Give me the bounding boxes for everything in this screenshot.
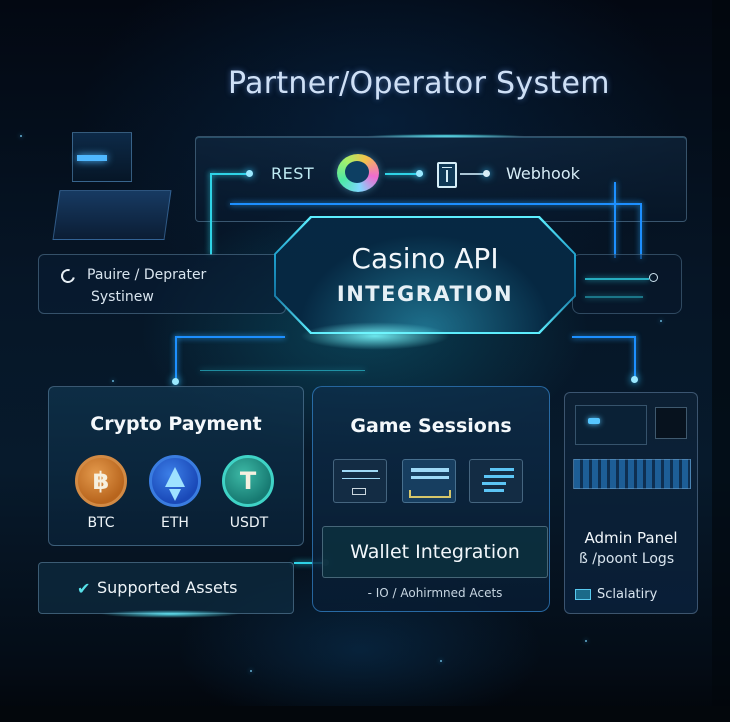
supported-assets-bar: ✔ Supported Assets (38, 562, 294, 614)
ethereum-diamond-shape (165, 467, 185, 501)
scalability-row: Sclalatiry (575, 587, 657, 602)
usdt-label: USDT (229, 515, 269, 531)
server-rack-illustration (52, 190, 172, 240)
circuit-line (572, 336, 636, 338)
rest-api-icon (337, 154, 379, 192)
bottom-edge (0, 706, 730, 722)
wallet-integration-title: Wallet Integration (350, 541, 520, 563)
crypto-payment-title: Crypto Payment (90, 413, 262, 435)
star-decoration (250, 670, 252, 672)
circuit-line (614, 182, 616, 258)
right-connector-box (572, 254, 682, 314)
glow-decoration (366, 134, 526, 138)
tile-line (342, 470, 378, 472)
circuit-line (175, 336, 285, 338)
tile-line (411, 476, 449, 479)
star-decoration (440, 660, 442, 662)
hub-subtitle: INTEGRATION (336, 282, 514, 306)
circuit-node (483, 170, 490, 177)
casino-api-integration-hub: Casino API INTEGRATION (274, 216, 576, 334)
admin-chart-screen (575, 405, 647, 445)
circuit-line (200, 370, 365, 371)
circuit-line (294, 562, 324, 564)
crypto-payment-panel: Crypto Payment ฿ T BTC ETH USDT (48, 386, 304, 546)
admin-panel-title: Admin Panel (584, 529, 678, 547)
bitcoin-icon: ฿ (75, 455, 127, 507)
partner-system-box: Pauire / Deprater Systinew (38, 254, 286, 314)
scalability-label: Sclalatiry (597, 587, 658, 602)
tile-line (484, 489, 504, 492)
admin-mini-screen (655, 407, 687, 439)
circuit-line (210, 173, 212, 255)
star-decoration (660, 320, 662, 322)
server-monitor-illustration (72, 132, 132, 182)
circuit-line (585, 296, 643, 298)
tether-icon: T (222, 455, 274, 507)
circuit-line (175, 336, 177, 384)
star-decoration (20, 135, 22, 137)
wallet-integration-subtitle: - IO / Aohirmned Acets (367, 586, 503, 600)
admin-logs-label: ß /poont Logs (579, 551, 675, 567)
ethereum-icon (149, 455, 201, 507)
glow-decoration (300, 322, 450, 350)
tile-line (484, 475, 514, 478)
star-decoration (112, 380, 114, 382)
scalability-icon (575, 589, 591, 600)
session-tile-2 (402, 459, 456, 503)
document-icon (437, 162, 457, 188)
page-title: Partner/Operator System (228, 66, 610, 101)
admin-bar-module (573, 459, 691, 489)
admin-panel: Admin Panel ß /poont Logs Sclalatiry (564, 392, 698, 614)
webhook-label: Webhook (506, 164, 580, 183)
circuit-line (460, 173, 486, 175)
edge-shadow (712, 0, 730, 706)
circuit-line (385, 173, 423, 175)
session-tile-3 (469, 459, 523, 503)
circuit-line (585, 278, 649, 280)
circuit-line (640, 203, 642, 259)
tile-tray (409, 490, 451, 498)
session-tile-1 (333, 459, 387, 503)
tile-line (490, 468, 514, 471)
partner-box-line2: Systinew (91, 289, 154, 305)
circuit-node (416, 170, 423, 177)
connector-ring-icon (649, 273, 658, 282)
game-sessions-title: Game Sessions (350, 415, 512, 437)
rest-label: REST (271, 164, 315, 183)
check-icon: ✔ (77, 579, 91, 598)
tile-box (352, 488, 366, 495)
circuit-node (631, 376, 638, 383)
circuit-line (210, 173, 250, 175)
star-decoration (585, 640, 587, 642)
eth-label: ETH (161, 515, 189, 531)
partner-box-line1: Pauire / Deprater (87, 267, 207, 283)
hub-title: Casino API (351, 242, 499, 275)
wallet-integration-bar: Wallet Integration (322, 526, 548, 578)
tile-line (342, 478, 380, 479)
btc-label: BTC (87, 515, 115, 531)
tile-line (482, 482, 506, 485)
refresh-icon (58, 266, 78, 286)
circuit-line (230, 203, 640, 205)
glow-decoration (100, 610, 240, 618)
circuit-line (634, 336, 636, 380)
circuit-node (246, 170, 253, 177)
hex-fill (276, 218, 574, 332)
game-sessions-panel: Game Sessions (312, 386, 550, 612)
supported-assets-label: Supported Assets (97, 578, 238, 597)
tile-line (411, 468, 449, 472)
circuit-node (172, 378, 179, 385)
